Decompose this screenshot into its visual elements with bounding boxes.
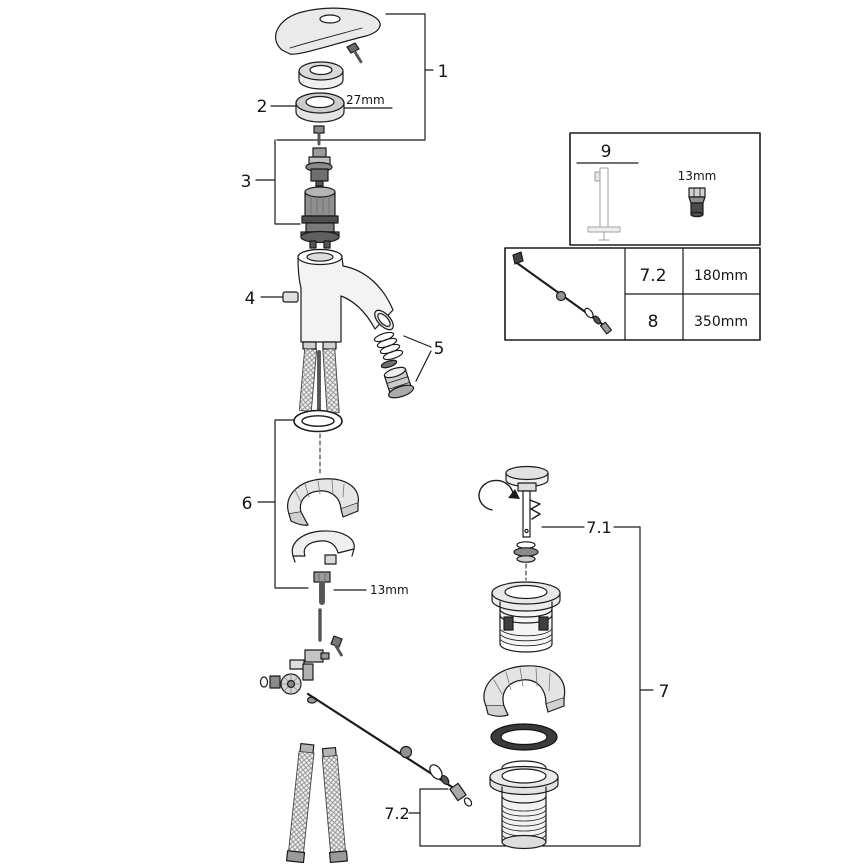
rod-table-ref-2: 8 [648, 312, 659, 332]
cartridge-stem [305, 147, 333, 187]
callout-9-label: 9 [601, 142, 612, 162]
callout-1-lines [276, 13, 434, 141]
dim-13mm-label: 13mm [370, 583, 409, 597]
callout-5-lines [403, 335, 432, 382]
tool-extractor [587, 167, 621, 241]
lift-rod [512, 251, 613, 335]
pull-rod-linkage [259, 608, 344, 704]
callout-3-label: 3 [241, 172, 252, 192]
supply-hose-stubs [298, 341, 340, 416]
aerator-spring [373, 331, 404, 361]
callout-7-2-lines [408, 788, 449, 847]
callout-6-label: 6 [242, 494, 253, 514]
drain-tailpiece [489, 760, 559, 850]
callout-3-lines [255, 139, 301, 225]
callout-7-label: 7 [659, 682, 670, 702]
cartridge-screw [313, 125, 325, 146]
callout-7-1-label: 7.1 [586, 518, 611, 537]
rod-table-ref-1: 7.2 [639, 266, 666, 286]
mounting-clamp-upper [287, 478, 359, 526]
callout-4-label: 4 [245, 289, 256, 309]
aerator-housing [383, 366, 415, 399]
handle-lever [275, 7, 381, 55]
dim-27mm-label: 27mm [346, 93, 385, 107]
callout-5-label: 5 [434, 339, 445, 359]
drain-o-ring [490, 723, 558, 751]
tool-bit [688, 187, 706, 218]
faucet-body [282, 248, 394, 343]
rotation-arrow [478, 479, 520, 511]
handle-screw [346, 42, 363, 64]
callout-1-label: 1 [438, 62, 449, 82]
cartridge [300, 186, 340, 249]
plug-washers [513, 541, 539, 563]
mounting-screw [313, 571, 331, 605]
horizontal-pull-rod [306, 692, 473, 807]
drain-wedge [483, 665, 566, 717]
tool-box [569, 132, 761, 246]
callout-2-label: 2 [257, 97, 268, 117]
rod-table-len-1: 180mm [694, 268, 748, 284]
callout-7-lines [419, 526, 654, 847]
drain-flange [491, 581, 561, 653]
mounting-clamp-lower [291, 530, 355, 565]
handle-dome-cap [298, 61, 344, 90]
body-o-ring [293, 409, 343, 433]
aerator-washer [380, 359, 398, 369]
callout-7-2-label: 7.2 [384, 804, 409, 823]
escutcheon-ring [295, 92, 345, 123]
popup-plug [505, 465, 549, 538]
tool-bit-size-label: 13mm [678, 169, 717, 183]
supply-hoses [285, 742, 348, 864]
rod-table-len-2: 350mm [694, 314, 748, 330]
callout-6-lines [257, 419, 309, 589]
rod-box [504, 247, 761, 341]
